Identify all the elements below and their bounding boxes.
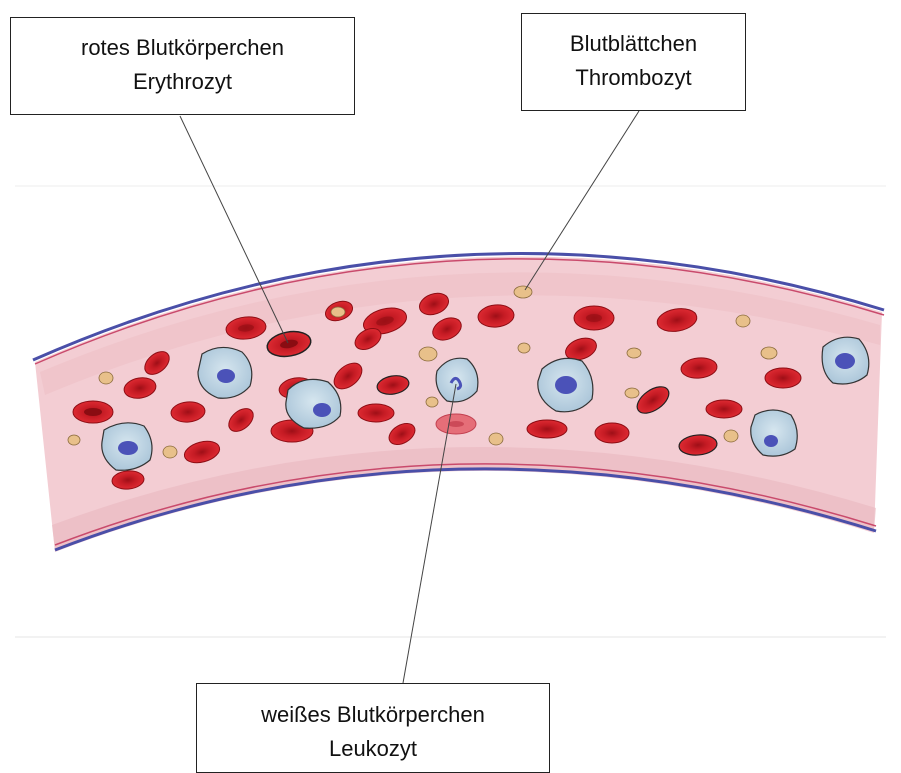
white-blood-cell xyxy=(538,358,593,411)
red-blood-cell xyxy=(765,368,801,388)
label-platelet: Blutblättchen Thrombozyt xyxy=(521,13,746,111)
red-blood-cell xyxy=(73,401,113,423)
platelet xyxy=(518,343,530,353)
white-blood-cell xyxy=(751,410,798,456)
label-platelet-term: Thrombozyt xyxy=(522,61,745,95)
label-white-blood-cell: weißes Blutkörperchen Leukozyt xyxy=(196,683,550,773)
platelet xyxy=(163,446,177,458)
white-blood-cell xyxy=(436,358,478,402)
red-blood-cell-pale xyxy=(436,414,476,434)
white-blood-cell xyxy=(102,423,152,470)
label-platelet-name: Blutblättchen xyxy=(522,27,745,61)
platelet xyxy=(489,433,503,445)
platelet xyxy=(68,435,80,445)
platelet xyxy=(99,372,113,384)
platelet xyxy=(625,388,639,398)
platelet xyxy=(426,397,438,407)
white-blood-cell xyxy=(198,347,252,398)
platelet xyxy=(627,348,641,358)
platelet xyxy=(761,347,777,359)
label-white-blood-cell-name: weißes Blutkörperchen xyxy=(197,698,549,732)
white-blood-cell xyxy=(286,379,341,428)
platelet xyxy=(331,307,345,317)
red-blood-cell xyxy=(527,420,567,438)
platelet xyxy=(419,347,437,361)
red-blood-cell xyxy=(706,400,742,418)
platelet xyxy=(724,430,738,442)
white-blood-cell xyxy=(822,337,869,384)
red-blood-cell xyxy=(595,423,629,443)
platelet xyxy=(514,286,532,298)
label-white-blood-cell-term: Leukozyt xyxy=(197,732,549,766)
platelet xyxy=(736,315,750,327)
red-blood-cell xyxy=(358,404,394,422)
label-red-blood-cell-name: rotes Blutkörperchen xyxy=(11,31,354,65)
label-red-blood-cell: rotes Blutkörperchen Erythrozyt xyxy=(10,17,355,115)
red-blood-cell xyxy=(574,306,614,330)
label-red-blood-cell-term: Erythrozyt xyxy=(11,65,354,99)
